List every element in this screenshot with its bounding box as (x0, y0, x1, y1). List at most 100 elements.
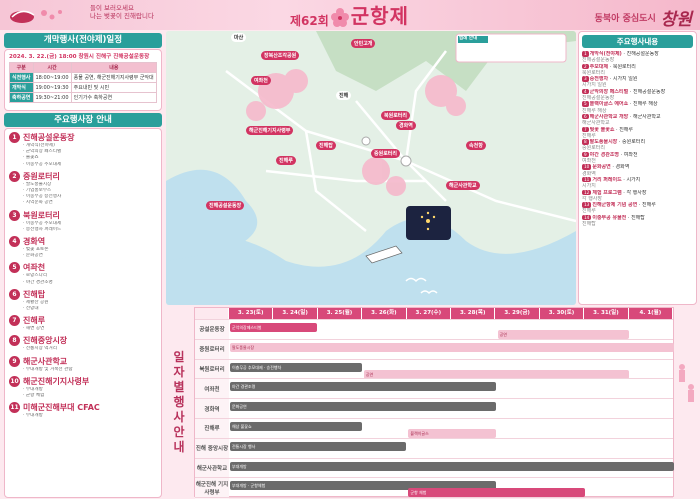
schedule-block[interactable]: 부대개방 (230, 461, 674, 471)
map-label[interactable]: 속천항 (466, 141, 486, 150)
event-tag: 5 (582, 101, 589, 107)
map-label[interactable]: 경화역 (396, 121, 416, 130)
map-label[interactable]: 해군사관학교 (446, 181, 480, 190)
event-detail: 진해공설운동장 (582, 57, 615, 64)
event-tag: 8 (582, 139, 589, 145)
event-place: · 진해루 해상 (628, 101, 658, 108)
map-label[interactable]: 해군진해기지사령부 (246, 126, 294, 135)
place-detail: · 지역문화 공연 (23, 200, 53, 206)
schedule-block[interactable]: 해상 불꽃쇼 (230, 421, 362, 431)
legend-title-bg (458, 36, 488, 43)
place-number: 11 (9, 402, 20, 414)
opening-cell: 19:00~19:30 (32, 82, 72, 93)
city-signature: 창원 (660, 10, 692, 30)
row-label: 공설운동장 (195, 320, 229, 339)
map-label[interactable]: 진해루 (276, 156, 296, 165)
cherry-blossom-icon (330, 8, 349, 27)
place-detail: · 이충무공 승전행차 (23, 194, 62, 200)
map-label[interactable]: 장복산조각공원 (261, 51, 300, 60)
map-label[interactable]: 여좌천 (251, 76, 271, 85)
place-number: 10 (9, 375, 20, 387)
place-detail: · 전망대 (23, 306, 39, 312)
event-detail: 진해탑 (582, 221, 596, 228)
row-label: 진해루 (195, 418, 229, 438)
schedule-block[interactable]: 군항 체험 (408, 488, 585, 498)
slogan-line2: 나는 벚꽃이 진해랍니다 (90, 12, 154, 21)
vertical-char: 사 (173, 409, 185, 424)
schedule-block[interactable]: 야간 경관조명 (230, 382, 496, 392)
schedule-block[interactable]: 군악의장페스티벌 (230, 323, 318, 332)
map-label[interactable]: 북원로터리 (381, 111, 411, 120)
place-detail: · 해변 공연 (23, 326, 45, 332)
event-place: · 진해루 (614, 126, 633, 133)
schedule-block[interactable]: 팔도풍물시장 (230, 342, 674, 352)
schedule-block[interactable]: 문화공연 (230, 402, 496, 412)
map-label[interactable]: 진해 (336, 91, 352, 100)
opening-cell: 인기가수 축하공연 (70, 92, 158, 103)
map-label[interactable]: 중원로터리 (371, 149, 401, 158)
map-legend-title: 범례 안내 (459, 36, 478, 41)
event-detail: 북원로터리 (582, 69, 606, 76)
event-place: · 진해루 (637, 202, 656, 209)
event-detail: 진해루 해상 (582, 107, 607, 114)
place-detail: · 부대개방 및 거북선 관람 (23, 366, 73, 372)
map-label[interactable]: 마산 (231, 33, 247, 42)
rotary-main (400, 155, 412, 167)
place-detail: · 군항 체험 (23, 393, 45, 399)
event-place: · 진해공설운동장 (621, 51, 659, 57)
schedule-block[interactable]: 블랙이글스 (408, 428, 496, 438)
place-name: 해군진해기지사령부 (23, 376, 90, 386)
map-label[interactable]: 안민고개 (351, 39, 376, 48)
map-label[interactable]: 진해탑 (316, 141, 336, 150)
day-header: 3. 23(토) (229, 308, 274, 319)
schedule-block[interactable]: 공연 (497, 330, 630, 339)
schedule-block[interactable]: 전통시장 행사 (230, 441, 407, 451)
opening-cell: 18:00~19:00 (32, 72, 72, 83)
place-name: 경화역 (23, 237, 46, 247)
place-number: 6 (9, 288, 20, 300)
event-name: 팔도풍물시장 (589, 139, 618, 146)
place-detail: · 제황산 공원 (23, 299, 49, 305)
event-detail: 진해루 (582, 208, 596, 215)
schedule-block[interactable]: 이충무공 추모대제 · 승전행차 (230, 362, 362, 372)
place-detail: · 불꽃쇼 (23, 155, 39, 161)
opening-col-1: 구분 (9, 62, 34, 73)
map-label[interactable]: 진해공설운동장 (206, 201, 245, 210)
place-detail: · 군악의장 페스티벌 (23, 149, 62, 155)
place-number: 2 (9, 170, 20, 182)
seagull-icon (405, 277, 438, 295)
event-place: · 진해공설운동장 (628, 88, 666, 95)
city-brand: 동북아 중심도시 창원 (595, 5, 692, 30)
place-number: 4 (9, 236, 20, 248)
event-detail: 진해공설운동장 (582, 95, 615, 102)
row-label: 해군사관학교 (195, 458, 229, 478)
schedule-block[interactable]: 부대개방 · 군항체험 (230, 481, 496, 491)
schedule-block[interactable]: 공연 (363, 369, 630, 379)
opening-panel: 2024. 3. 22.(금) 18:00 창원시 진해구 진해공설운동장 구분… (4, 49, 162, 111)
